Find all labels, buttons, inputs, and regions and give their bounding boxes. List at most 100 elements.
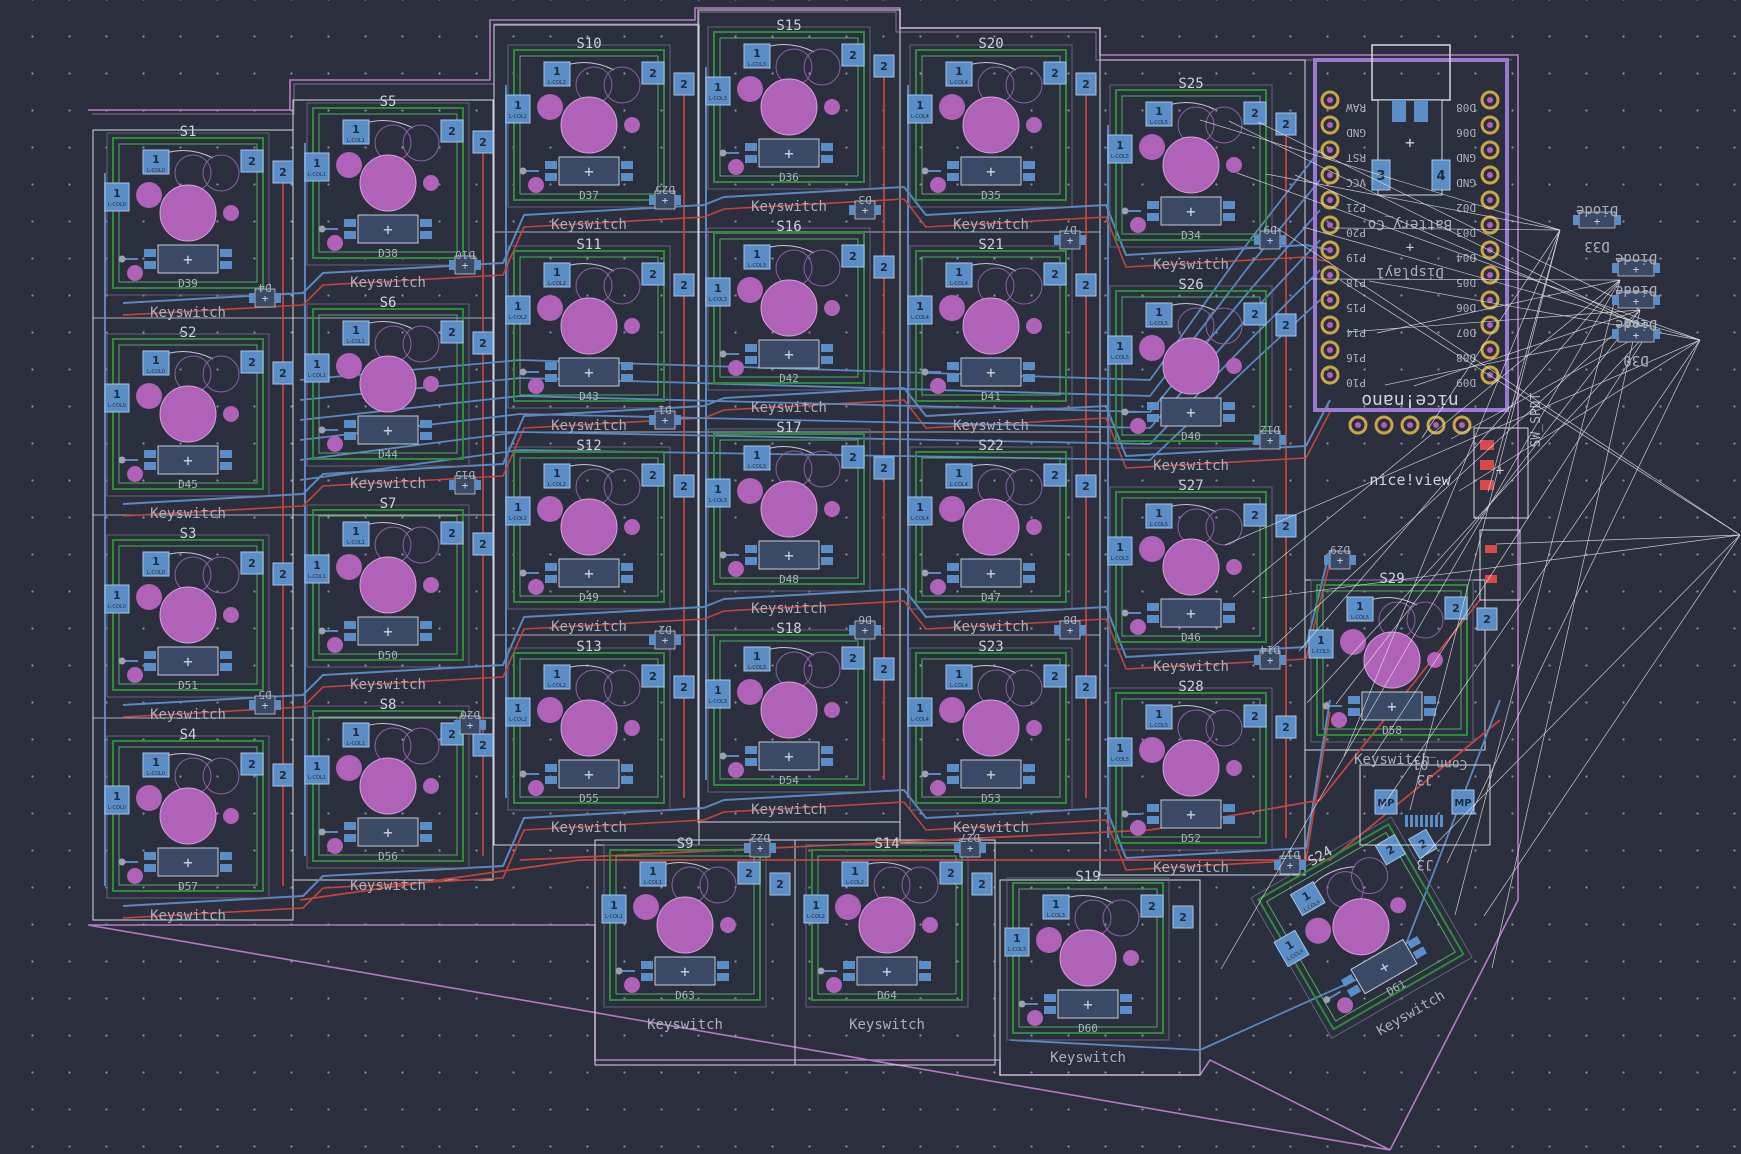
- switch2-pad-a: [1485, 545, 1497, 553]
- key-pad-1: [1145, 101, 1173, 127]
- key-pad-1-net: L-COL5: [1150, 120, 1168, 126]
- view-pin-hole-4: [1459, 422, 1465, 428]
- key-pad-1-label: 1: [1155, 507, 1163, 520]
- key-stab-hole: [1026, 318, 1042, 334]
- diode-pad-d: [1223, 816, 1235, 824]
- key-courtyard: [909, 245, 1073, 409]
- diode-body: [960, 759, 1022, 789]
- side-diode-d25: +D25: [649, 183, 681, 210]
- key-pad-col-label: 1: [1317, 634, 1325, 647]
- key-stab-hole: [423, 175, 439, 191]
- key-fab-outer: [713, 31, 865, 183]
- ratsnest-line-19: [1302, 226, 1701, 341]
- key-stab-hole-2: [930, 378, 946, 394]
- key-pad-2b: [873, 456, 895, 480]
- key-pad-2b-label: 2: [1282, 520, 1290, 533]
- key-pad-col-net: L-COL0: [108, 604, 126, 610]
- offboard-pad-b: [1654, 329, 1660, 339]
- switch-pad-0: [1480, 440, 1494, 450]
- ratsnest-line-29: [1372, 329, 1651, 758]
- mcu-pin-right-label-3: GND: [1456, 176, 1476, 189]
- diode-ref-label: D40: [1181, 430, 1201, 443]
- connector-pin-5: [1430, 815, 1433, 827]
- ratsnest-line-13: [1380, 339, 1701, 810]
- key-center-hole: [760, 279, 818, 337]
- diode-origin: +: [1186, 805, 1196, 824]
- key-pad-col: [907, 496, 933, 526]
- ratsnest-line-27: [1298, 279, 1621, 652]
- key-silk-circle-2: [1102, 899, 1140, 937]
- connector-pin-4: [1425, 815, 1428, 827]
- key-fab-outer: [513, 250, 665, 402]
- key-pad-col-label: 1: [113, 388, 121, 401]
- diode-via: [1322, 702, 1330, 710]
- diode-d40: +D40: [1121, 397, 1235, 443]
- key-pad-col-net: L-COL0: [108, 805, 126, 811]
- key-center-hole: [359, 757, 417, 815]
- mcu-pin-left-label-5: P20: [1346, 226, 1366, 239]
- key-center-hole: [1162, 538, 1220, 596]
- view-pin-hole-0: [1355, 422, 1361, 428]
- diode-d60: +D60: [1018, 989, 1132, 1035]
- key-center-hole: [1059, 929, 1117, 987]
- diode-pad-c: [919, 961, 931, 969]
- key-pad-col: [104, 383, 130, 413]
- key-pad-col-net: L-COL5: [1111, 355, 1129, 361]
- key-stab-hole-2: [930, 177, 946, 193]
- diode-body: [856, 956, 918, 986]
- key-ref-label: S22: [978, 438, 1003, 454]
- key-fab-outer: [915, 451, 1067, 603]
- mcu-pin-right-7: [1480, 265, 1500, 285]
- offboard-pad-a: [1612, 263, 1618, 273]
- key-pad-col: [304, 755, 330, 785]
- diode-pad-c: [1223, 603, 1235, 611]
- key-pad-2-label: 2: [849, 250, 857, 263]
- key-value-label: Keyswitch: [953, 217, 1029, 233]
- key-pad-1-net: L-COL3: [748, 62, 766, 68]
- diode-pad-c: [1406, 935, 1422, 949]
- diode-pad-a: [1147, 402, 1159, 410]
- key-courtyard: [707, 428, 871, 592]
- key-pad-col: [705, 478, 731, 508]
- key-pad-col-net: L-COL0: [108, 403, 126, 409]
- key-pad-col-net: L-COL2: [509, 114, 527, 120]
- key-pad-col-net: L-COL1: [308, 775, 326, 781]
- key-pad-col-net: L-COL0: [108, 202, 126, 208]
- diode-pad-d: [420, 432, 432, 440]
- diode-pad-c: [1023, 161, 1035, 169]
- key-pad-1: [342, 119, 370, 145]
- key-pad-2: [939, 861, 963, 885]
- key-center-hole: [760, 78, 818, 136]
- key-pad-1: [342, 722, 370, 748]
- diode-pad-d: [621, 776, 633, 784]
- key-pad-1-net: L-COL2: [548, 683, 566, 689]
- key-ref-label: S9: [677, 836, 694, 852]
- side-diode-pad-a: [449, 480, 455, 490]
- key-pin-hole-1: [136, 785, 162, 811]
- diode-via: [519, 569, 527, 577]
- side-diode-origin: +: [862, 624, 869, 637]
- diode-pad-b: [745, 758, 757, 766]
- key-center-hole: [1332, 898, 1390, 956]
- diode-body: [960, 357, 1022, 387]
- diode-pad-d: [220, 864, 232, 872]
- key-stab-hole: [1026, 720, 1042, 736]
- key-pad-1-net: L-COL4: [950, 281, 968, 287]
- key-pad-col-label: 1: [916, 99, 924, 112]
- diode-pad-a: [144, 249, 156, 257]
- diode-pad-b: [545, 173, 557, 181]
- key-pad-2b: [1075, 72, 1097, 96]
- diode-d63: +D63: [615, 956, 729, 1002]
- key-pin-hole-1: [737, 478, 763, 504]
- diode-body: [1350, 938, 1418, 995]
- mcu-pin-left-hole-10: [1327, 347, 1333, 353]
- key-pad-col: [505, 697, 531, 727]
- diode-pad-d: [821, 155, 833, 163]
- ratsnest-line-25: [1224, 339, 1701, 546]
- key-fab-inner: [118, 143, 258, 283]
- key-pad-col: [1273, 929, 1310, 968]
- diode-pad-c: [220, 852, 232, 860]
